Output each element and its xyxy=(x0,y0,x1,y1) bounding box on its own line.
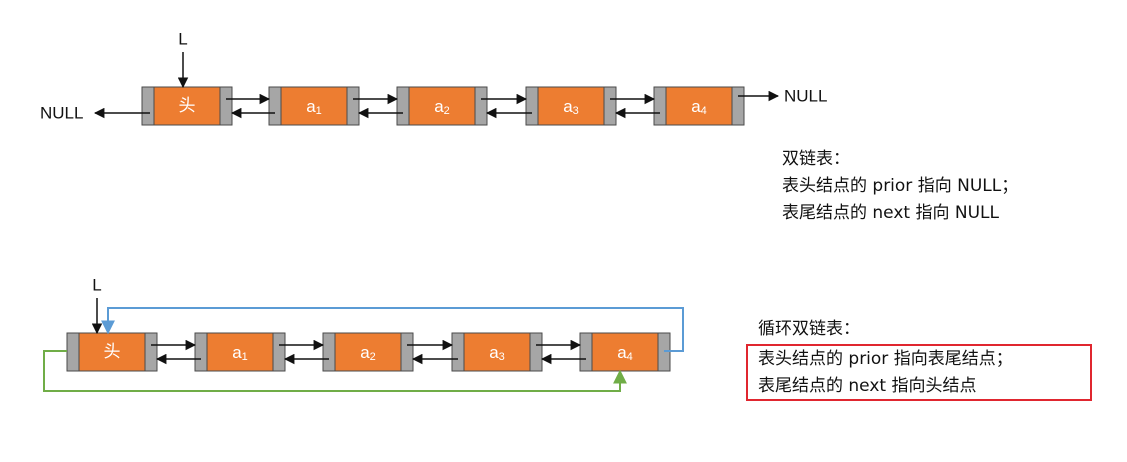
double-node-a1-label: a1 xyxy=(306,97,322,118)
double-head-node-label: 头 xyxy=(179,96,196,116)
double-head-node: 头 xyxy=(141,86,233,126)
circular-node-a4: a4 xyxy=(579,332,671,372)
circular-node-a3-data-cell xyxy=(463,332,531,372)
double-list-description: 双链表： 表头结点的 prior 指向 NULL； 表尾结点的 next 指向 … xyxy=(782,146,1018,227)
double-node-a1-next-cell xyxy=(346,86,360,126)
double-node-a4-label-sub: 4 xyxy=(701,105,707,117)
circular-tail-next-loop xyxy=(101,307,684,352)
circular-list-rule-prior: 表头结点的 prior 指向表尾结点； xyxy=(758,349,1013,369)
circular-node-a2-next-cell xyxy=(400,332,414,372)
circular-head-pointer-label: L xyxy=(92,276,101,295)
circular-node-a1-label-sub: 1 xyxy=(242,351,248,363)
double-node-a2: a2 xyxy=(396,86,488,126)
double-node-a4-next-cell xyxy=(731,86,745,126)
circular-node-a1-data-cell xyxy=(206,332,274,372)
double-node-a4-prior-cell xyxy=(653,86,667,126)
double-node-a1: a1 xyxy=(268,86,360,126)
double-node-a4-label: a4 xyxy=(691,97,707,118)
circular-node-a1-label: a1 xyxy=(232,343,248,364)
circular-node-a2: a2 xyxy=(322,332,414,372)
circular-list-rule-next: 表尾结点的 next 指向头结点 xyxy=(758,376,977,396)
double-head-node-data-cell xyxy=(153,86,221,126)
double-node-a3-prior-cell xyxy=(525,86,539,126)
circular-node-a1-prior-cell xyxy=(194,332,208,372)
circular-node-a3-label-sub: 3 xyxy=(499,351,505,363)
double-node-a3-label-base: a xyxy=(563,97,573,116)
double-node-a2-data-cell xyxy=(408,86,476,126)
double-node-a3-next-cell xyxy=(603,86,617,126)
double-node-a2-label-sub: 2 xyxy=(444,105,450,117)
circular-node-a1: a1 xyxy=(194,332,286,372)
circular-list-highlight-box: 表头结点的 prior 指向表尾结点； 表尾结点的 next 指向头结点 xyxy=(746,344,1092,401)
double-head-pointer-label: L xyxy=(178,30,187,49)
circular-node-a4-label-base: a xyxy=(617,343,627,362)
double-node-a2-label-base: a xyxy=(434,97,444,116)
circular-node-a4-label: a4 xyxy=(617,343,633,364)
double-node-a1-label-base: a xyxy=(306,97,316,116)
double-node-a2-prior-cell xyxy=(396,86,410,126)
circular-head-prior-loop xyxy=(43,350,627,392)
circular-node-a4-label-sub: 4 xyxy=(627,351,633,363)
circular-node-a2-prior-cell xyxy=(322,332,336,372)
circular-head-node-prior-cell xyxy=(66,332,80,372)
double-head-node-prior-cell xyxy=(141,86,155,126)
circular-node-a2-data-cell xyxy=(334,332,402,372)
circular-list-title: 循环双链表： xyxy=(758,319,860,339)
double-list-rule-next: 表尾结点的 next 指向 NULL xyxy=(782,203,999,223)
circular-node-a3-prior-cell xyxy=(451,332,465,372)
double-null-left: NULL xyxy=(40,104,83,123)
circular-node-a3-next-cell xyxy=(529,332,543,372)
double-node-a2-label: a2 xyxy=(434,97,450,118)
double-list-title: 双链表： xyxy=(782,149,850,169)
circular-node-a1-next-cell xyxy=(272,332,286,372)
circular-node-a3: a3 xyxy=(451,332,543,372)
double-node-a4-label-base: a xyxy=(691,97,701,116)
double-null-right: NULL xyxy=(784,87,827,106)
circular-node-a3-label: a3 xyxy=(489,343,505,364)
circular-node-a2-label-sub: 2 xyxy=(370,351,376,363)
double-node-a1-prior-cell xyxy=(268,86,282,126)
circular-node-a2-label-base: a xyxy=(360,343,370,362)
double-node-a3-label: a3 xyxy=(563,97,579,118)
circular-head-node-label: 头 xyxy=(104,342,121,362)
circular-node-a3-label-base: a xyxy=(489,343,499,362)
double-node-a3-data-cell xyxy=(537,86,605,126)
circular-node-a2-label: a2 xyxy=(360,343,376,364)
circular-head-node-data-cell xyxy=(78,332,146,372)
double-node-a1-label-sub: 1 xyxy=(316,105,322,117)
double-list-rule-prior: 表头结点的 prior 指向 NULL； xyxy=(782,176,1019,196)
double-node-a1-data-cell xyxy=(280,86,348,126)
double-node-a4: a4 xyxy=(653,86,745,126)
double-node-a3: a3 xyxy=(525,86,617,126)
circular-head-node-next-cell xyxy=(144,332,158,372)
circular-node-a4-prior-cell xyxy=(579,332,593,372)
double-head-node-next-cell xyxy=(219,86,233,126)
circular-node-a4-data-cell xyxy=(591,332,659,372)
double-node-a4-data-cell xyxy=(665,86,733,126)
double-node-a3-label-sub: 3 xyxy=(573,105,579,117)
circular-node-a1-label-base: a xyxy=(232,343,242,362)
circular-head-node: 头 xyxy=(66,332,158,372)
double-node-a2-next-cell xyxy=(474,86,488,126)
